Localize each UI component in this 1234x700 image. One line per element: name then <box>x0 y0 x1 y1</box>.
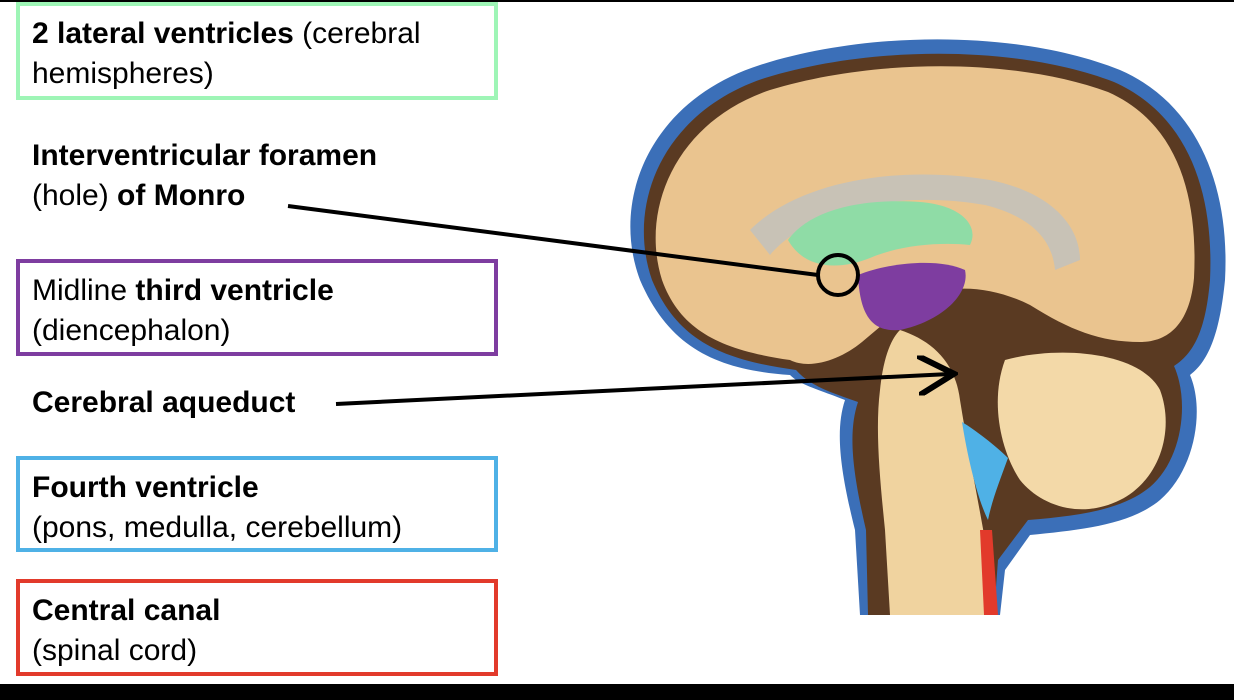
aqueduct-pointer-arrow <box>335 374 950 406</box>
lateral-ventricle-shape <box>788 201 973 266</box>
third-ventricle-prefix: Midline <box>32 274 136 307</box>
cerebral-aqueduct-label: Cerebral aqueduct <box>32 383 295 423</box>
third-ventricle-title: third ventricle <box>135 274 334 307</box>
corpus-callosum <box>750 174 1080 270</box>
foramen-monro-title: Interventricular foramen <box>32 139 378 172</box>
central-canal-desc: (spinal cord) <box>32 634 198 667</box>
lateral-ventricles-title: 2 lateral ventricles <box>32 17 294 50</box>
lateral-ventricles-label: 2 lateral ventricles (cerebral hemisphere… <box>32 14 482 94</box>
foramen-monro-title-2: of Monro <box>117 179 246 212</box>
fourth-ventricle-desc: (pons, medulla, cerebellum) <box>32 511 403 544</box>
third-ventricle-label: Midline third ventricle (diencephalon) <box>32 271 482 351</box>
fourth-ventricle-box: Fourth ventricle (pons, medulla, cerebell… <box>16 456 498 552</box>
brainstem <box>877 330 992 615</box>
lateral-ventricles-box: 2 lateral ventricles (cerebral hemisphere… <box>16 2 498 100</box>
lateral-ventricles-desc-2: hemispheres) <box>32 57 214 90</box>
third-ventricle-box: Midline third ventricle (diencephalon) <box>16 259 498 356</box>
brain-sagittal-illustration <box>630 39 1226 615</box>
foramen-monro-label: Interventricular foramen (hole) of Monro <box>32 136 377 216</box>
central-canal-title: Central canal <box>32 594 221 627</box>
third-ventricle-shape <box>858 262 966 331</box>
lateral-ventricles-desc-1: (cerebral <box>293 17 421 50</box>
monro-pointer-line <box>287 204 819 277</box>
cerebellum <box>997 352 1166 510</box>
fourth-ventricle-title: Fourth ventricle <box>32 471 259 504</box>
third-ventricle-desc: (diencephalon) <box>32 314 231 347</box>
top-border-line <box>0 0 1234 2</box>
central-canal-shape <box>980 530 998 615</box>
foramen-monro-desc: (hole) <box>32 179 118 212</box>
fourth-ventricle-shape <box>962 422 1008 520</box>
fourth-ventricle-label: Fourth ventricle (pons, medulla, cerebell… <box>32 468 482 548</box>
central-canal-box: Central canal (spinal cord) <box>16 579 498 676</box>
cerebral-aqueduct-title: Cerebral aqueduct <box>32 386 296 419</box>
central-canal-label: Central canal (spinal cord) <box>32 591 482 671</box>
bottom-bar <box>0 684 1234 700</box>
